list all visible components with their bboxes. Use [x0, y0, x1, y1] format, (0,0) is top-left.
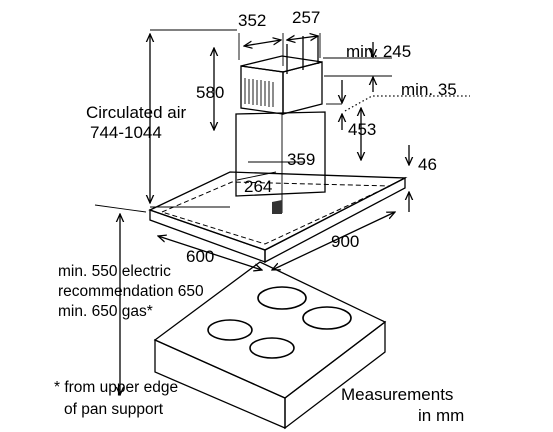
- annotations: Circulated air 744-1044 min. 550 electri…: [54, 103, 464, 425]
- canopy-inner-outline: [161, 181, 391, 245]
- burner-back-left: [257, 286, 307, 310]
- circulated-air-range: 744-1044: [90, 123, 162, 142]
- dim-359: 359: [287, 150, 315, 169]
- dim-min-245: min. 245: [346, 42, 411, 61]
- dimension-lines: [94, 29, 470, 395]
- burner-front-left: [207, 319, 253, 341]
- clearance-electric: min. 550 electric: [58, 263, 171, 280]
- burner-front-right: [249, 337, 295, 359]
- cooktop: [153, 261, 387, 430]
- burner-back-right: [302, 306, 352, 330]
- dim-453: 453: [348, 120, 376, 139]
- measurements-unit: in mm: [418, 406, 464, 425]
- dim-min-35: min. 35: [401, 80, 457, 99]
- dim-46: 46: [418, 155, 437, 174]
- footnote-line-2: of pan support: [64, 401, 164, 418]
- canopy-side-edge: [264, 176, 406, 264]
- circulated-air-label: Circulated air: [86, 103, 186, 122]
- chimney-upper-front: [240, 65, 284, 115]
- chimney-mark: [272, 200, 282, 214]
- dim-264: 264: [244, 177, 272, 196]
- cooktop-side: [284, 320, 386, 430]
- vent-grille: [244, 78, 274, 107]
- dim-352: 352: [238, 11, 266, 30]
- dim-580: 580: [196, 83, 224, 102]
- measurements-label: Measurements: [341, 385, 453, 404]
- chimney-lower: [235, 111, 326, 197]
- dim-600: 600: [186, 247, 214, 266]
- chimney: [235, 36, 326, 214]
- footnote-line-1: * from upper edge: [54, 379, 178, 396]
- dimension-labels: 352 257 min. 245 min. 35 580 453 359 264…: [186, 8, 457, 266]
- dim-900: 900: [331, 232, 359, 251]
- chimney-top: [240, 55, 323, 73]
- dim-257: 257: [292, 8, 320, 27]
- clearance-gas: min. 650 gas*: [58, 303, 153, 320]
- clearance-recommendation: recommendation 650: [58, 283, 204, 300]
